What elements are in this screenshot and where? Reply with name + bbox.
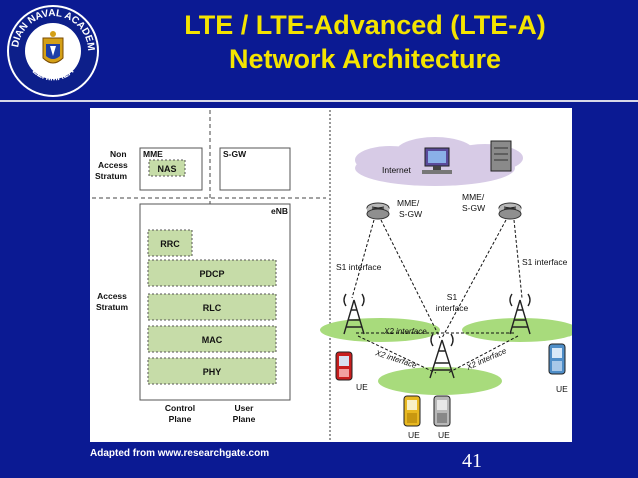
phy-layer: [147, 357, 277, 385]
phone-bottom-1-icon: [403, 395, 421, 427]
mme-label: MME: [143, 149, 163, 159]
label-control-2: Plane: [169, 414, 192, 424]
pdcp-layer: [147, 259, 277, 287]
title-line-1: LTE / LTE-Advanced (LTE-A): [184, 10, 546, 40]
s1-interface-left: S1 interface: [336, 262, 382, 272]
mac-layer: [147, 325, 277, 353]
nas-box: [148, 159, 186, 177]
sgw-label: S-GW: [223, 149, 247, 159]
cell-tower-right-icon: [509, 293, 531, 335]
label-access-2: Stratum: [96, 302, 129, 312]
naval-academy-logo: INDIAN NAVAL ACADEMY EZHIMALA: [6, 4, 99, 97]
ue-left-label: UE: [356, 382, 368, 392]
coverage-area-left: [320, 318, 440, 342]
diagram-panel: Non Access Stratum MME NAS S-GW eNB RRC …: [90, 108, 578, 442]
protocol-stack-diagram: Non Access Stratum MME NAS S-GW eNB RRC …: [92, 110, 326, 424]
phy-label: PHY: [203, 367, 222, 377]
internet-label: Internet: [382, 165, 411, 175]
mac-label: MAC: [202, 335, 223, 345]
enb-label: eNB: [271, 206, 288, 216]
mme-sgw-right-1: MME/: [462, 192, 485, 202]
ue-bottom-2-label: UE: [438, 430, 450, 440]
label-non-access-1: Non: [110, 149, 127, 159]
rrc-layer: [147, 229, 193, 257]
s1-interface-mid-1: S1: [447, 292, 458, 302]
label-user-1: User: [235, 403, 255, 413]
s1-interface-right: S1 interface: [522, 257, 568, 267]
x2-interface-left: X2 interface: [373, 348, 418, 370]
x2-links: [356, 332, 519, 374]
slide-title: LTE / LTE-Advanced (LTE-A) Network Archi…: [105, 8, 625, 76]
x2-interface-top: X2 interface: [383, 327, 427, 336]
router-left-icon: [366, 202, 390, 220]
x2-interface-right: X2 interface: [464, 346, 508, 372]
rlc-label: RLC: [203, 303, 222, 313]
title-line-2: Network Architecture: [228, 44, 502, 74]
cell-tower-left-icon: [343, 293, 365, 335]
server-icon: [490, 140, 512, 172]
rlc-layer: [147, 293, 277, 321]
label-non-access-2: Access: [98, 160, 128, 170]
logo-emblem-icon: [42, 31, 64, 64]
rrc-label: RRC: [160, 239, 180, 249]
coverage-area-right: [462, 318, 578, 342]
phone-right-icon: [548, 343, 566, 375]
mme-sgw-right-2: S-GW: [462, 203, 485, 213]
mme-sgw-left-1: MME/: [397, 198, 420, 208]
label-access-1: Access: [97, 291, 127, 301]
title-divider: [0, 100, 638, 102]
ue-right-label: UE: [556, 384, 568, 394]
pdcp-label: PDCP: [199, 269, 224, 279]
label-control-1: Control: [165, 403, 195, 413]
cell-tower-center-icon: [429, 333, 455, 379]
phone-bottom-2-icon: [433, 395, 451, 427]
s1-interface-mid-2: interface: [436, 303, 469, 313]
source-footnote: Adapted from www.researchgate.com: [90, 448, 270, 459]
logo-ring-bottom: EZHIMALA: [31, 65, 76, 82]
network-topology-diagram: Internet MME/: [320, 137, 578, 440]
s1-links: [351, 219, 523, 339]
desktop-computer-icon: [422, 147, 452, 174]
label-user-2: Plane: [233, 414, 256, 424]
mme-sgw-left-2: S-GW: [399, 209, 422, 219]
sgw-box: [219, 147, 291, 191]
label-non-access-3: Stratum: [95, 171, 128, 181]
router-right-icon: [498, 202, 522, 220]
architecture-diagram: Non Access Stratum MME NAS S-GW eNB RRC …: [92, 110, 578, 440]
page-number: 41: [462, 450, 482, 472]
nas-label: NAS: [157, 164, 176, 174]
coverage-area-center: [378, 367, 502, 395]
ue-bottom-1-label: UE: [408, 430, 420, 440]
phone-left-icon: [335, 351, 353, 381]
